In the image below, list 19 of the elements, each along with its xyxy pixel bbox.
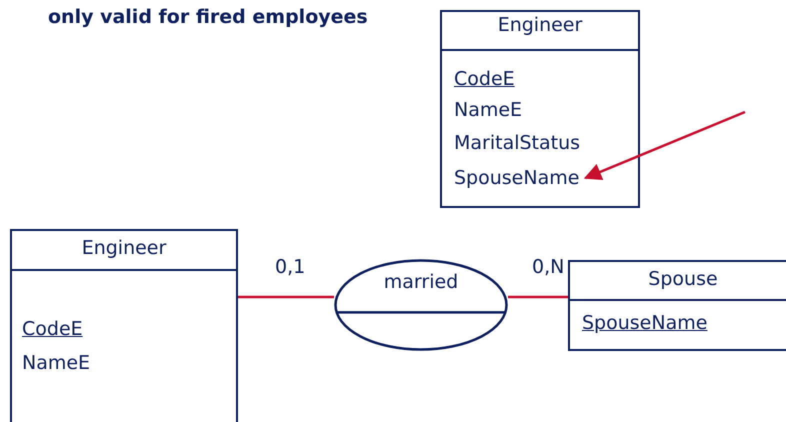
attribute-name: SpouseName	[454, 167, 580, 189]
entity-box	[568, 260, 786, 351]
entity-name: Engineer	[496, 14, 584, 36]
attribute-name: NameE	[454, 99, 522, 121]
relationship-ellipse	[334, 259, 508, 351]
attribute-name: MaritalStatus	[454, 132, 580, 154]
entity-box	[10, 229, 238, 422]
note-text: only valid for fired employees	[48, 6, 368, 28]
relationship-name: married	[382, 271, 460, 293]
attribute-name: CodeE	[454, 68, 515, 90]
entity-box	[440, 10, 640, 208]
entity-name: Spouse	[647, 268, 719, 290]
relationship-line	[238, 296, 334, 298]
relationship-line	[508, 296, 568, 298]
attribute-name: SpouseName	[582, 312, 708, 334]
attribute-name: NameE	[22, 352, 90, 374]
pointer-arrow	[584, 110, 746, 180]
attribute-name: CodeE	[22, 318, 83, 340]
entity-name: Engineer	[80, 237, 168, 259]
